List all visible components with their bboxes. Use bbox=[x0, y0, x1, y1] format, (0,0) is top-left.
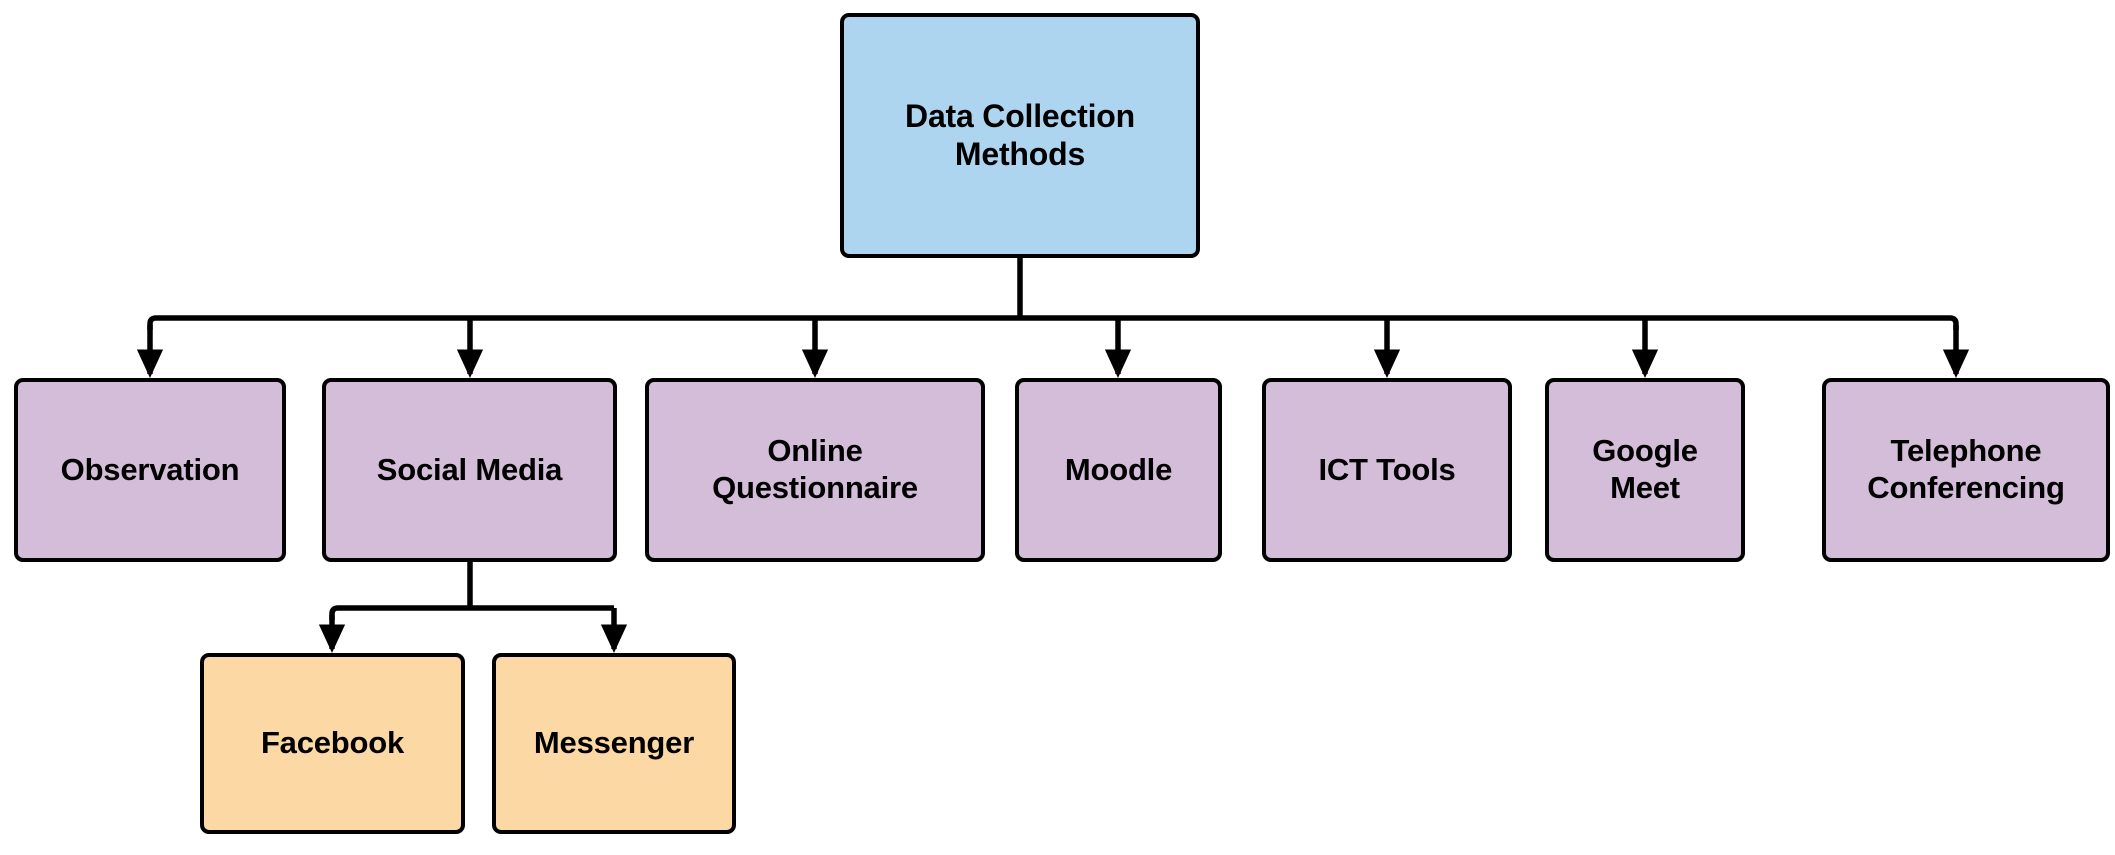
node-ict-tools[interactable]: ICT Tools bbox=[1262, 378, 1512, 562]
node-google-meet[interactable]: Google Meet bbox=[1545, 378, 1745, 562]
node-label: Messenger bbox=[533, 725, 695, 761]
node-label: ICT Tools bbox=[1318, 451, 1456, 487]
edge-method-bus bbox=[147, 315, 1959, 330]
node-label: Moodle bbox=[1064, 451, 1173, 487]
node-label: Online Questionnaire bbox=[712, 433, 918, 505]
node-label: Observation bbox=[60, 451, 240, 487]
node-telephone-conferencing[interactable]: Telephone Conferencing bbox=[1822, 378, 2110, 562]
edge-channel-bus bbox=[329, 605, 614, 620]
node-moodle[interactable]: Moodle bbox=[1015, 378, 1222, 562]
node-data-collection-methods[interactable]: Data Collection Methods bbox=[840, 13, 1200, 258]
node-label: Facebook bbox=[260, 725, 405, 761]
node-online-questionnaire[interactable]: Online Questionnaire bbox=[645, 378, 985, 562]
node-label: Data Collection Methods bbox=[905, 97, 1135, 172]
node-social-media[interactable]: Social Media bbox=[322, 378, 617, 562]
node-label: Telephone Conferencing bbox=[1867, 433, 2065, 505]
node-facebook[interactable]: Facebook bbox=[200, 653, 465, 834]
node-messenger[interactable]: Messenger bbox=[492, 653, 736, 834]
node-observation[interactable]: Observation bbox=[14, 378, 286, 562]
node-label: Google Meet bbox=[1592, 433, 1698, 505]
node-label: Social Media bbox=[376, 451, 563, 487]
